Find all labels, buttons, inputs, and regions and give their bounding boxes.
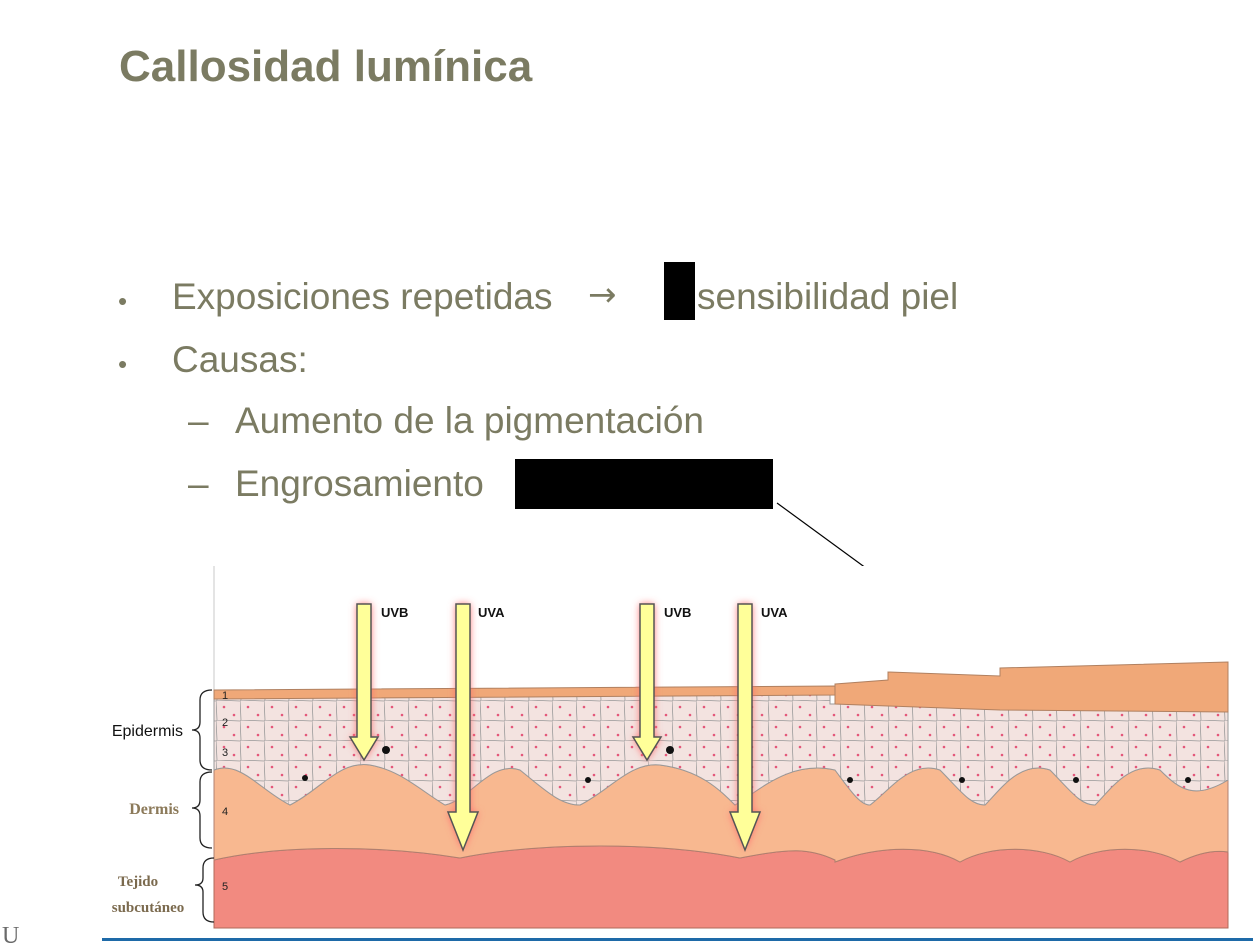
redaction-block-1	[664, 262, 695, 320]
uv-ray-1	[348, 603, 380, 762]
uv-ray-3	[631, 603, 663, 762]
sub-bullet-text: Engrosamiento	[235, 463, 484, 504]
melanocytes	[302, 746, 1191, 783]
sub-bullet-marker: –	[188, 463, 209, 504]
redaction-block-2	[515, 459, 773, 509]
ray-label-uva-2: UVA	[761, 605, 788, 620]
bullet-text: Exposiciones repetidas	[172, 276, 553, 317]
label-subcutaneous-1: Tejido	[118, 874, 158, 890]
brace-subcutaneous	[194, 857, 215, 923]
layer-number-4: 4	[222, 806, 228, 818]
bullet-causas: • Causas:	[118, 338, 518, 388]
bullet-marker: •	[118, 286, 128, 316]
bullet-text-after: sensibilidad piel	[697, 276, 959, 317]
uv-ray-2	[446, 603, 480, 853]
sub-bullet-engrosamiento: – Engrosamiento	[188, 459, 788, 512]
ray-label-uvb-1: UVB	[381, 605, 408, 620]
stratum-corneum-thick	[834, 661, 1229, 713]
footer-logo-fragment: U	[2, 923, 20, 949]
footer-rule	[102, 938, 1253, 941]
brace-epidermis	[191, 689, 213, 771]
layer-number-2: 2	[222, 717, 228, 729]
layer-number-3: 3	[222, 747, 228, 759]
sub-bullet-pigmentacion: – Aumento de la pigmentación	[188, 399, 888, 449]
bullet-marker: •	[118, 349, 128, 379]
brace-dermis	[191, 771, 213, 849]
bullet-text: Causas:	[172, 339, 308, 380]
label-epidermis: Epidermis	[112, 723, 183, 740]
slide-title: Callosidad lumínica	[119, 42, 533, 91]
skin-layers-diagram: UVB UVA UVB UVA 1 2 3 4 5 Epidermis Derm…	[86, 566, 1229, 929]
label-dermis: Dermis	[129, 801, 179, 818]
layer-number-5: 5	[222, 881, 228, 893]
layer-number-1: 1	[222, 690, 228, 702]
sub-bullet-marker: –	[188, 400, 209, 441]
label-subcutaneous-2: subcutáneo	[112, 900, 185, 916]
ray-label-uva-1: UVA	[478, 605, 505, 620]
sub-bullet-text: Aumento de la pigmentación	[235, 400, 704, 441]
bullet-exposiciones: • Exposiciones repetidas → sensibilidad …	[118, 262, 1018, 325]
ray-label-uvb-2: UVB	[664, 605, 691, 620]
uv-ray-4	[728, 603, 762, 853]
arrow-right-icon: →	[588, 275, 617, 315]
